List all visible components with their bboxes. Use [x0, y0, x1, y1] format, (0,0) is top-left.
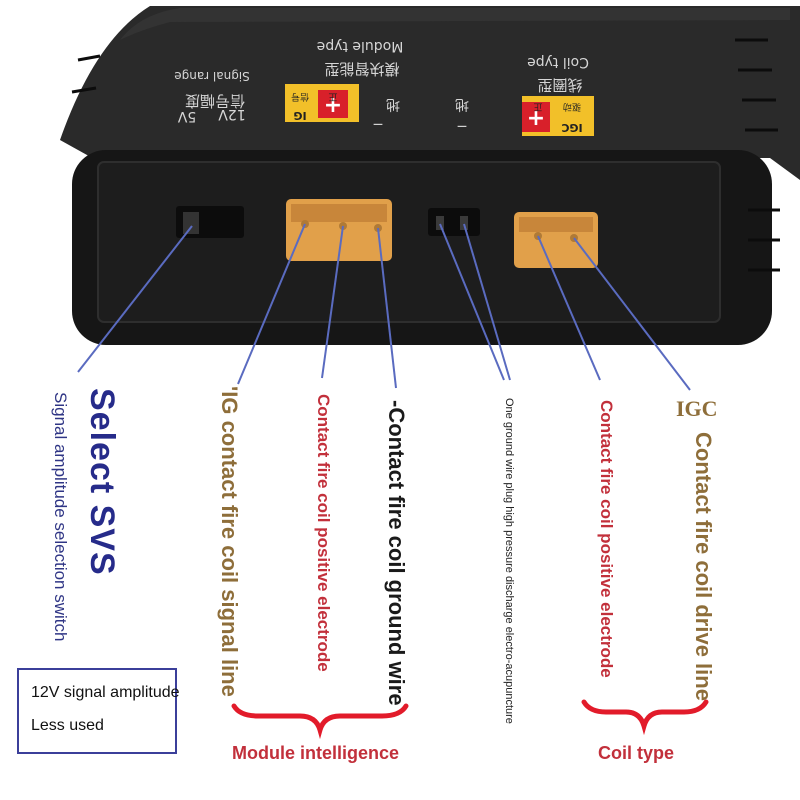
coil-badge: + IGC 正 驱动: [522, 96, 594, 136]
coil-zheng: 正: [533, 101, 542, 111]
select-svs-label: Select SVS: [83, 388, 121, 576]
ground-cn-module: 地: [386, 96, 400, 112]
signal-range-cn: 信号幅度: [185, 92, 245, 110]
coil-connector: [514, 212, 598, 268]
device-photo: 信号幅度 Signal range 12V 5V 模块智能型 Module ty…: [60, 6, 800, 345]
ground-plug-port: [428, 208, 480, 236]
coil-brace: [581, 699, 709, 736]
module-ground-label: -Contact fire coil ground wire: [384, 400, 409, 706]
amplitude-note-line2: Less used: [31, 717, 104, 734]
coil-plus: +: [527, 106, 545, 131]
coil-igc-badge: IGC: [561, 121, 582, 134]
amplitude-note-box: 12V signal amplitude Less used: [17, 668, 180, 754]
module-badge: + IG 正 信号: [285, 84, 359, 122]
module-plus: +: [324, 93, 342, 118]
ground-cn-center: 地: [455, 96, 469, 112]
device-top-surface: [60, 6, 800, 180]
ig-signal-line-label: 'IG contact fire coil signal line: [217, 386, 242, 697]
minus-center: −: [456, 118, 468, 134]
voltage-12v: 12V: [218, 106, 246, 122]
svs-sub-label: Signal amplitude selection switch: [51, 392, 70, 642]
top-printed-labels: 信号幅度 Signal range 12V 5V 模块智能型 Module ty…: [174, 38, 589, 134]
voltage-5v: 5V: [177, 108, 196, 124]
module-connector: [286, 199, 392, 261]
ground-plug-label: One ground wire plug high pressure disch…: [503, 398, 515, 724]
module-zheng: 正: [328, 91, 337, 101]
coil-drive-label: Contact fire coil drive line: [691, 432, 716, 701]
amplitude-note-line1: 12V signal amplitude: [31, 684, 180, 701]
module-type-cn: 模块智能型: [324, 60, 399, 78]
igc-title: IGC: [676, 396, 718, 421]
coil-type-en: Coil type: [527, 54, 589, 70]
module-type-en: Module type: [317, 38, 404, 54]
coil-qudong: 驱动: [563, 101, 581, 112]
device-grip: [71, 38, 780, 272]
module-brace: [231, 703, 409, 740]
coil-type-cn: 线圈型: [537, 76, 582, 94]
signal-range-en: Signal range: [174, 69, 250, 83]
module-positive-label: Contact fire coil positive electrode: [314, 394, 333, 672]
minus-module: −: [372, 116, 384, 132]
module-ig-badge: IG: [293, 109, 306, 122]
coil-positive-label: Contact fire coil positive electrode: [597, 400, 616, 678]
module-intelligence-caption: Module intelligence: [232, 743, 400, 763]
module-xinhao: 信号: [291, 91, 309, 103]
coil-type-caption: Coil type: [598, 743, 675, 763]
svs-slide-switch: [176, 206, 244, 238]
